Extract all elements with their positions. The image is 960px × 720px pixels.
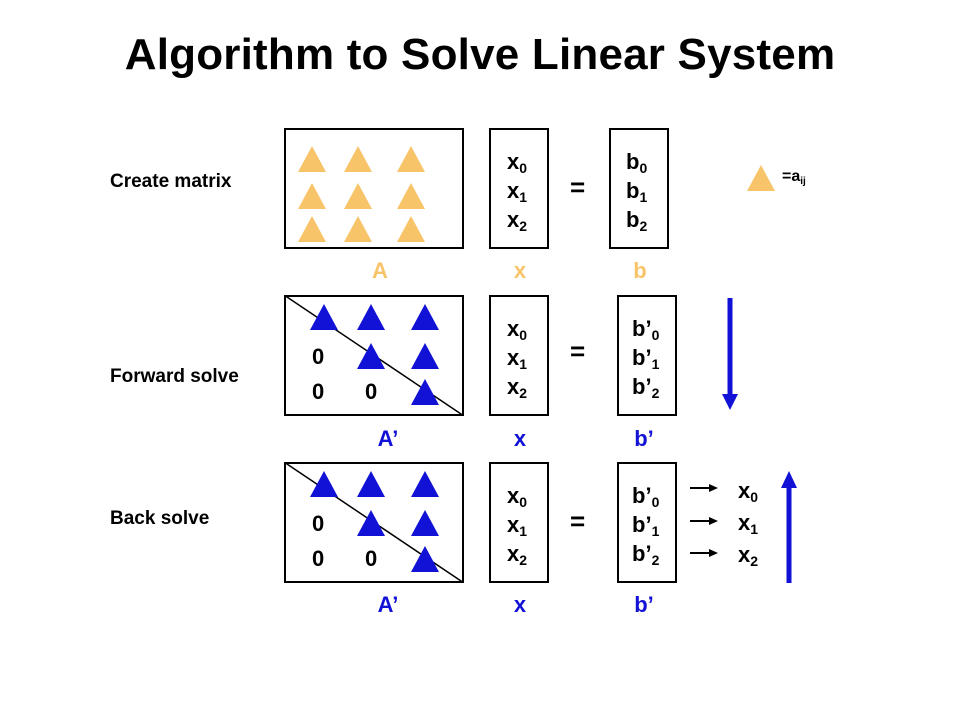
element-u22 <box>411 379 439 405</box>
zero-l10: 0 <box>312 344 325 369</box>
element-a00 <box>298 146 326 172</box>
up-arrow-icon <box>781 471 797 583</box>
row-label-create-matrix: Create matrix <box>110 171 232 192</box>
element-u12 <box>411 343 439 369</box>
caption-x-forward: x <box>513 426 527 451</box>
caption-a-prime-back: A’ <box>377 592 399 617</box>
element-a21 <box>344 216 372 242</box>
element-u11 <box>357 343 385 369</box>
caption-b-prime-forward: b’ <box>634 426 654 451</box>
row-label-back-solve: Back solve <box>110 508 210 529</box>
caption-a-prime-forward: A’ <box>377 426 399 451</box>
element-a01 <box>344 146 372 172</box>
caption-x: x <box>513 258 527 283</box>
vector-b-prime-forward: b’0 b’1 b’2 <box>617 295 677 416</box>
caption-a: A <box>372 258 388 283</box>
vector-b-prime-back: b’0 b’1 b’2 <box>617 462 677 583</box>
solution-x-entries: x0 x1 x2 <box>738 478 759 569</box>
caption-x-back: x <box>513 592 527 617</box>
legend-label: =aij <box>782 168 806 187</box>
element-a12 <box>397 183 425 209</box>
element-u01 <box>357 304 385 330</box>
vector-x-back-entries: x0 x1 x2 <box>507 483 528 568</box>
element-u12-back <box>411 510 439 536</box>
vector-x-forward: x0 x1 x2 <box>489 295 549 416</box>
element-a22 <box>397 216 425 242</box>
right-arrow-icon-0 <box>690 484 718 492</box>
down-arrow-icon <box>722 298 738 410</box>
vector-b-entries: b0 b1 b2 <box>626 149 648 234</box>
element-u00 <box>310 304 338 330</box>
matrix-a-prime-forward: 0 0 0 <box>284 295 464 416</box>
zero-l21: 0 <box>365 379 378 404</box>
element-u11-back <box>357 510 385 536</box>
element-a02 <box>397 146 425 172</box>
legend-triangle-icon <box>747 165 775 191</box>
vector-x: x0 x1 x2 <box>489 128 549 249</box>
page-title: Algorithm to Solve Linear System <box>124 30 836 79</box>
vector-x-back: x0 x1 x2 <box>489 462 549 583</box>
vector-b: b0 b1 b2 <box>609 128 669 249</box>
zero-l20: 0 <box>312 379 325 404</box>
vector-b-prime-forward-entries: b’0 b’1 b’2 <box>632 316 660 401</box>
caption-b-prime-back: b’ <box>634 592 654 617</box>
element-a10 <box>298 183 326 209</box>
matrix-a-prime-back: 0 0 0 <box>284 462 464 583</box>
vector-x-entries: x0 x1 x2 <box>507 149 528 234</box>
zero-l10-back: 0 <box>312 511 325 536</box>
element-u22-back <box>411 546 439 572</box>
element-u02 <box>411 304 439 330</box>
matrix-a <box>284 128 464 249</box>
row-label-forward-solve: Forward solve <box>110 366 239 387</box>
equals-sign: = <box>570 172 586 202</box>
element-u01-back <box>357 471 385 497</box>
element-a11 <box>344 183 372 209</box>
caption-b: b <box>633 258 647 283</box>
vector-x-forward-entries: x0 x1 x2 <box>507 316 528 401</box>
vector-b-prime-back-entries: b’0 b’1 b’2 <box>632 483 660 568</box>
equals-sign-back: = <box>570 506 586 536</box>
element-u00-back <box>310 471 338 497</box>
right-arrow-icon-1 <box>690 517 718 525</box>
equals-sign-forward: = <box>570 336 586 366</box>
zero-l21-back: 0 <box>365 546 378 571</box>
element-a20 <box>298 216 326 242</box>
element-u02-back <box>411 471 439 497</box>
zero-l20-back: 0 <box>312 546 325 571</box>
right-arrow-icon-2 <box>690 549 718 557</box>
